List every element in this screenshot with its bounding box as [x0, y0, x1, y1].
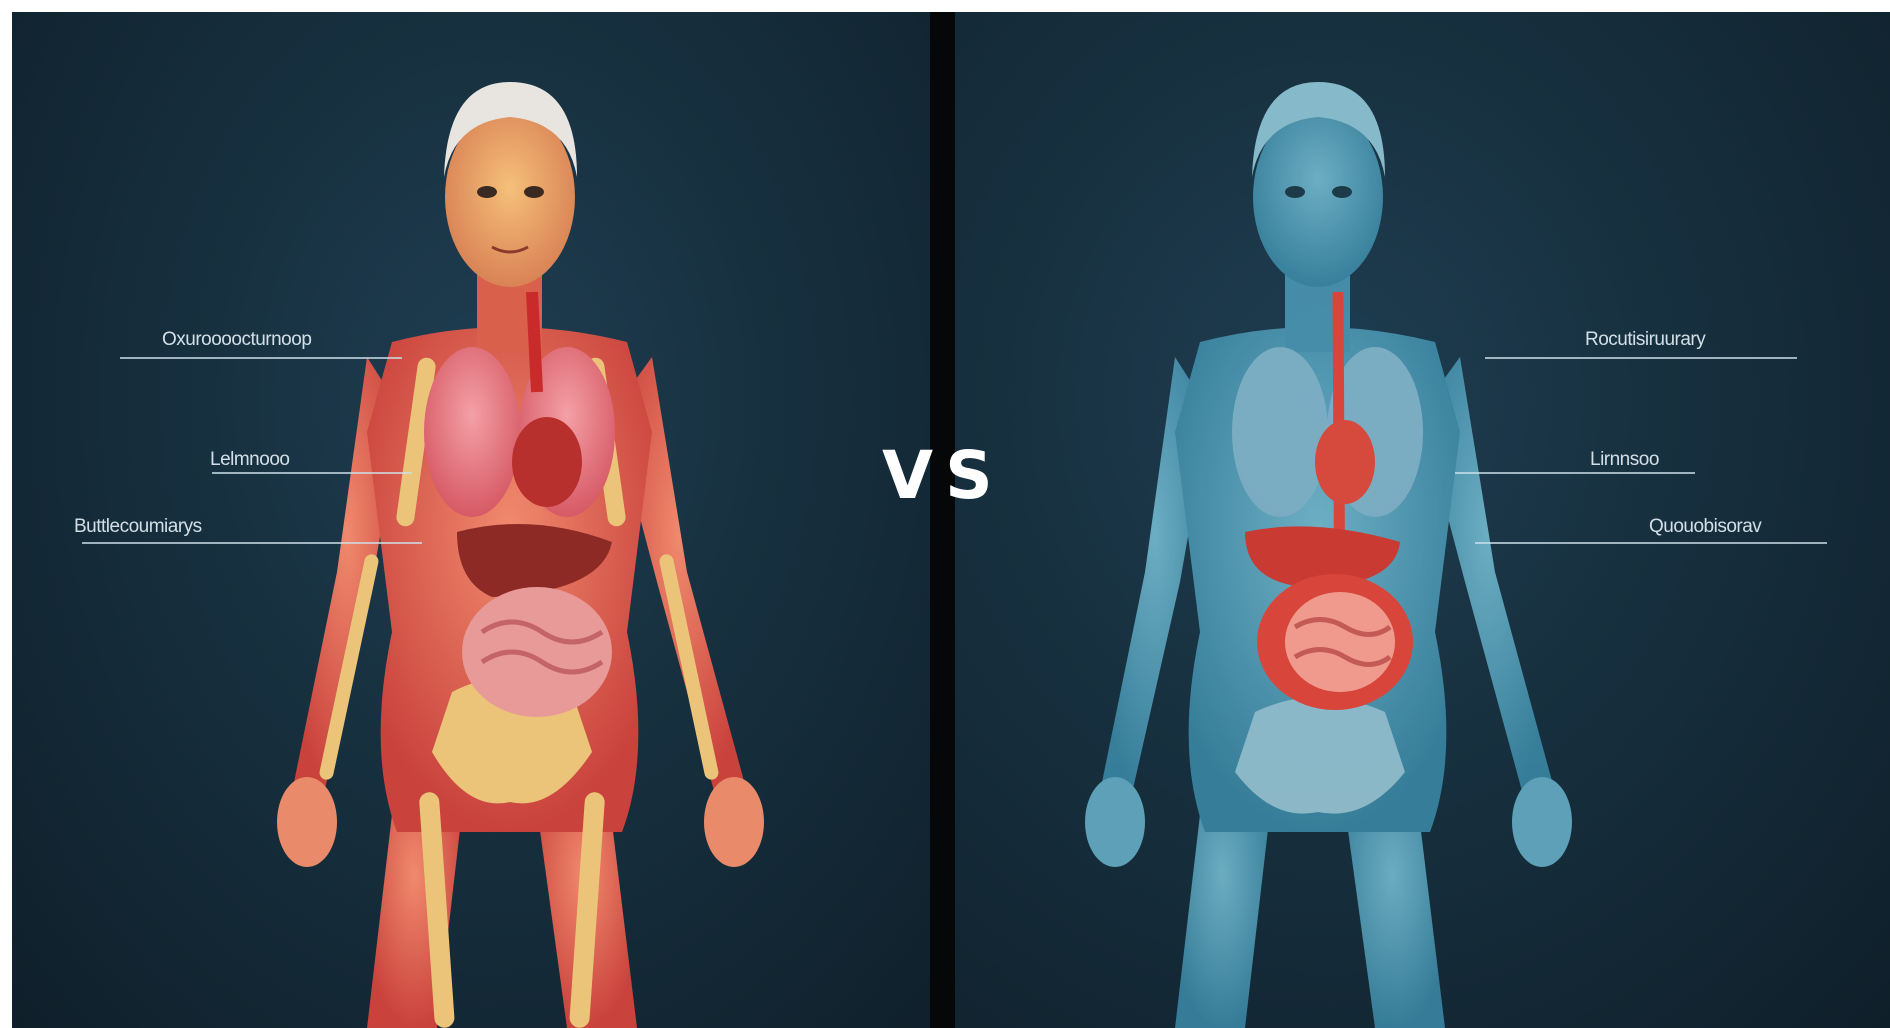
left-panel: Oxuroooocturnoop Lelmnooo Buttlecoumiary… [12, 12, 930, 1028]
right-panel: Rocutisiruurary Lirnnsoo Quouobisorav [955, 12, 1890, 1028]
left-label-3: Buttlecoumiarys [74, 516, 202, 538]
right-heart [1315, 420, 1375, 504]
left-heart [512, 417, 582, 507]
right-label-1-line [1485, 357, 1797, 359]
left-label-2-line [212, 472, 412, 474]
center-divider [930, 12, 955, 1028]
right-lung-left [1232, 347, 1328, 517]
left-label-3-line [82, 542, 422, 544]
right-hand-right [1512, 777, 1572, 867]
right-label-1: Rocutisiruurary [1585, 329, 1705, 351]
right-label-3-line [1475, 542, 1827, 544]
left-label-1: Oxuroooocturnoop [162, 329, 311, 351]
left-intestines [462, 587, 612, 717]
left-hand-left [277, 777, 337, 867]
right-label-2-line [1455, 472, 1695, 474]
left-label-2: Lelmnooo [210, 449, 289, 471]
vs-label: VS [882, 436, 1002, 516]
left-label-1-line [120, 357, 402, 359]
left-trachea [532, 292, 537, 392]
left-hand-right [704, 777, 764, 867]
right-label-3: Quouobisorav [1649, 516, 1761, 538]
right-label-2: Lirnnsoo [1590, 449, 1659, 471]
left-lung-left [424, 347, 520, 517]
right-hand-left [1085, 777, 1145, 867]
